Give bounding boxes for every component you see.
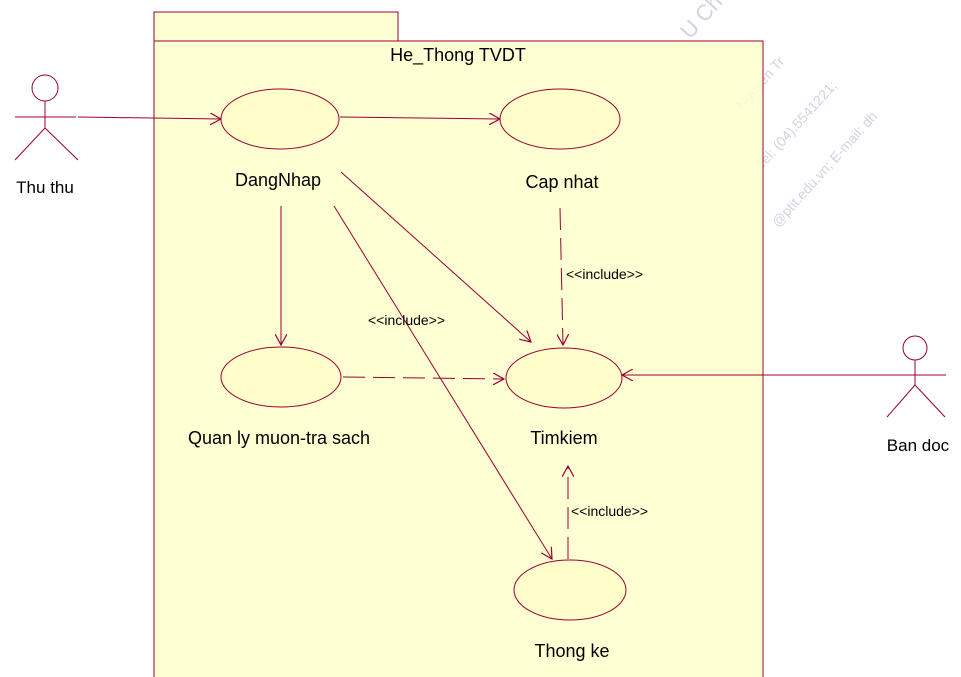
use-case-label: Quan ly muon-tra sach (188, 428, 370, 448)
actor-leg-right (44, 127, 79, 161)
watermark-line-1: U Ch (675, 0, 727, 43)
use-case-ellipse (499, 88, 621, 150)
relation-cap-nhat-tim-kiem (560, 207, 563, 345)
package-frame (153, 11, 764, 677)
use-case-label: Cap nhat (525, 172, 598, 192)
relation-dang-nhap-cap-nhat (339, 117, 500, 119)
actor-thu-thu (14, 74, 79, 161)
actor-ban-doc (884, 335, 946, 418)
actor-head-icon (31, 74, 59, 102)
use-case-cap-nhat: Cap nhat (499, 88, 621, 192)
use-case-ellipse (220, 346, 342, 408)
package-title: He_Thong TVDT (390, 45, 526, 66)
package-he-thong-tvdt: He_Thong TVDT (153, 11, 764, 677)
use-case-ellipse (513, 559, 627, 621)
use-case-label: Thong ke (534, 641, 609, 661)
relation-dang-nhap-tim-kiem (340, 171, 531, 342)
actor-leg-left (14, 127, 46, 161)
use-case-tim-kiem: Timkiem (505, 347, 623, 448)
stereotype-cap-nhat-tim-kiem: <<include>> (566, 266, 643, 282)
stereotype-thong-ke-tim-kiem: <<include>> (571, 503, 648, 519)
use-case-quan-ly-muon-tra-sach: Quan ly muon-tra sach (188, 346, 370, 448)
relations (77, 117, 884, 559)
use-case-label: DangNhap (235, 170, 321, 190)
use-case-ellipse (220, 88, 340, 150)
relation-thu-thu-dang-nhap (77, 117, 221, 119)
use-case-dang-nhap: DangNhap (220, 88, 340, 190)
actor-leg-right (914, 384, 946, 418)
relation-dang-nhap-thong-ke (333, 205, 552, 559)
relation-quan-ly-tim-kiem (342, 377, 504, 379)
use-case-thong-ke: Thong ke (513, 559, 627, 661)
actor-head-icon (902, 335, 928, 361)
use-case-ellipse (505, 347, 623, 409)
use-case-label: Timkiem (530, 428, 597, 448)
actor-label-ban-doc: Ban doc (887, 436, 950, 455)
stereotype-dang-nhap-thong-ke: <<include>> (368, 312, 445, 328)
actor-label-thu-thu: Thu thu (16, 178, 74, 197)
actor-leg-left (886, 384, 916, 418)
